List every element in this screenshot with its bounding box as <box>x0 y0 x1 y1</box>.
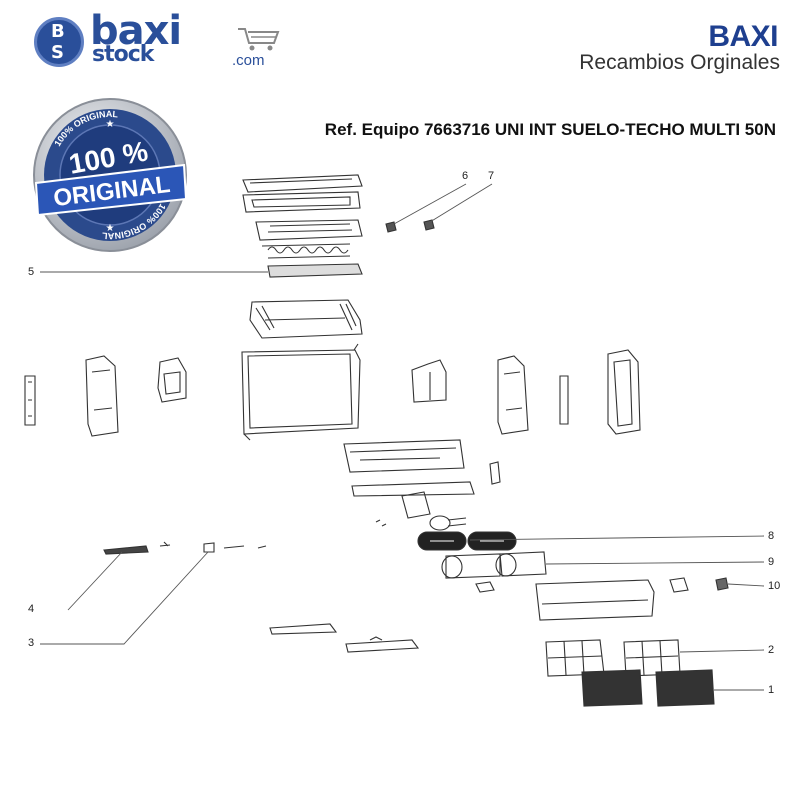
callout-1: 1 <box>768 684 775 696</box>
pcb-clip-part <box>475 581 495 593</box>
main-chassis-part <box>241 343 361 441</box>
callout-10: 10 <box>768 580 781 592</box>
logo-letter-b: B <box>51 21 65 42</box>
callout-4: 4 <box>28 603 35 615</box>
right-side-panel-part <box>497 355 529 435</box>
callout-9: 9 <box>768 556 775 568</box>
logo-letter-s: S <box>51 42 64 63</box>
drain-pump-box-part <box>411 359 447 403</box>
fan-support-part <box>351 481 475 497</box>
callout-7: 7 <box>488 170 495 182</box>
right-bracket-part <box>559 375 569 425</box>
callout-8: 8 <box>768 530 775 542</box>
callout-6: 6 <box>462 170 469 182</box>
left-side-panel-part <box>85 355 119 437</box>
brand-subtitle: Recambios Orginales <box>579 51 780 74</box>
clip-part-7 <box>423 219 435 231</box>
remote-holder-part <box>103 541 171 555</box>
small-bracket-part <box>489 461 501 485</box>
sensor-part <box>715 577 729 591</box>
louver-blades-part <box>261 243 351 259</box>
control-box-part <box>157 357 187 403</box>
callout-5: 5 <box>28 266 35 278</box>
clip-part-6 <box>385 221 397 233</box>
shopping-cart-icon <box>238 28 280 51</box>
top-frame-part <box>242 191 361 213</box>
front-panel-part <box>535 579 655 621</box>
motor-bracket-part <box>401 491 431 519</box>
brand-name: BAXI <box>708 20 778 53</box>
connector-part <box>203 542 267 553</box>
callout-2: 2 <box>768 644 775 656</box>
original-seal: 100% ORIGINAL 100% ORIGINAL 100 % ORIGIN… <box>33 98 188 252</box>
baxistock-logo-badge: B S <box>34 17 84 67</box>
mounting-plate-part <box>269 623 338 635</box>
logo-domain: .com <box>232 52 265 69</box>
logo-word-baxi: baxi <box>90 8 182 54</box>
screws-part <box>375 519 387 527</box>
top-cover-part <box>242 174 363 193</box>
callout-3: 3 <box>28 637 35 649</box>
fan-scroll-housing-part <box>417 531 517 551</box>
left-bracket-part <box>24 375 36 426</box>
display-part <box>669 577 689 593</box>
star-icon: ★ <box>106 119 115 130</box>
blower-wheel-part <box>441 551 547 579</box>
right-end-cap-part <box>607 349 641 435</box>
hanging-bracket-part <box>345 636 420 653</box>
drain-tray-part <box>343 439 465 473</box>
evaporator-coil-part <box>249 299 363 339</box>
leader-lines <box>40 183 765 691</box>
star-icon: ★ <box>106 223 115 234</box>
equipment-reference-title: Ref. Equipo 7663716 UNI INT SUELO-TECHO … <box>324 120 776 139</box>
swing-louver-part <box>267 263 363 278</box>
air-filter-part <box>581 669 715 707</box>
louver-frame-part <box>255 219 363 241</box>
fan-motor-part <box>429 515 467 531</box>
logo-word-stock: stock <box>92 42 154 67</box>
